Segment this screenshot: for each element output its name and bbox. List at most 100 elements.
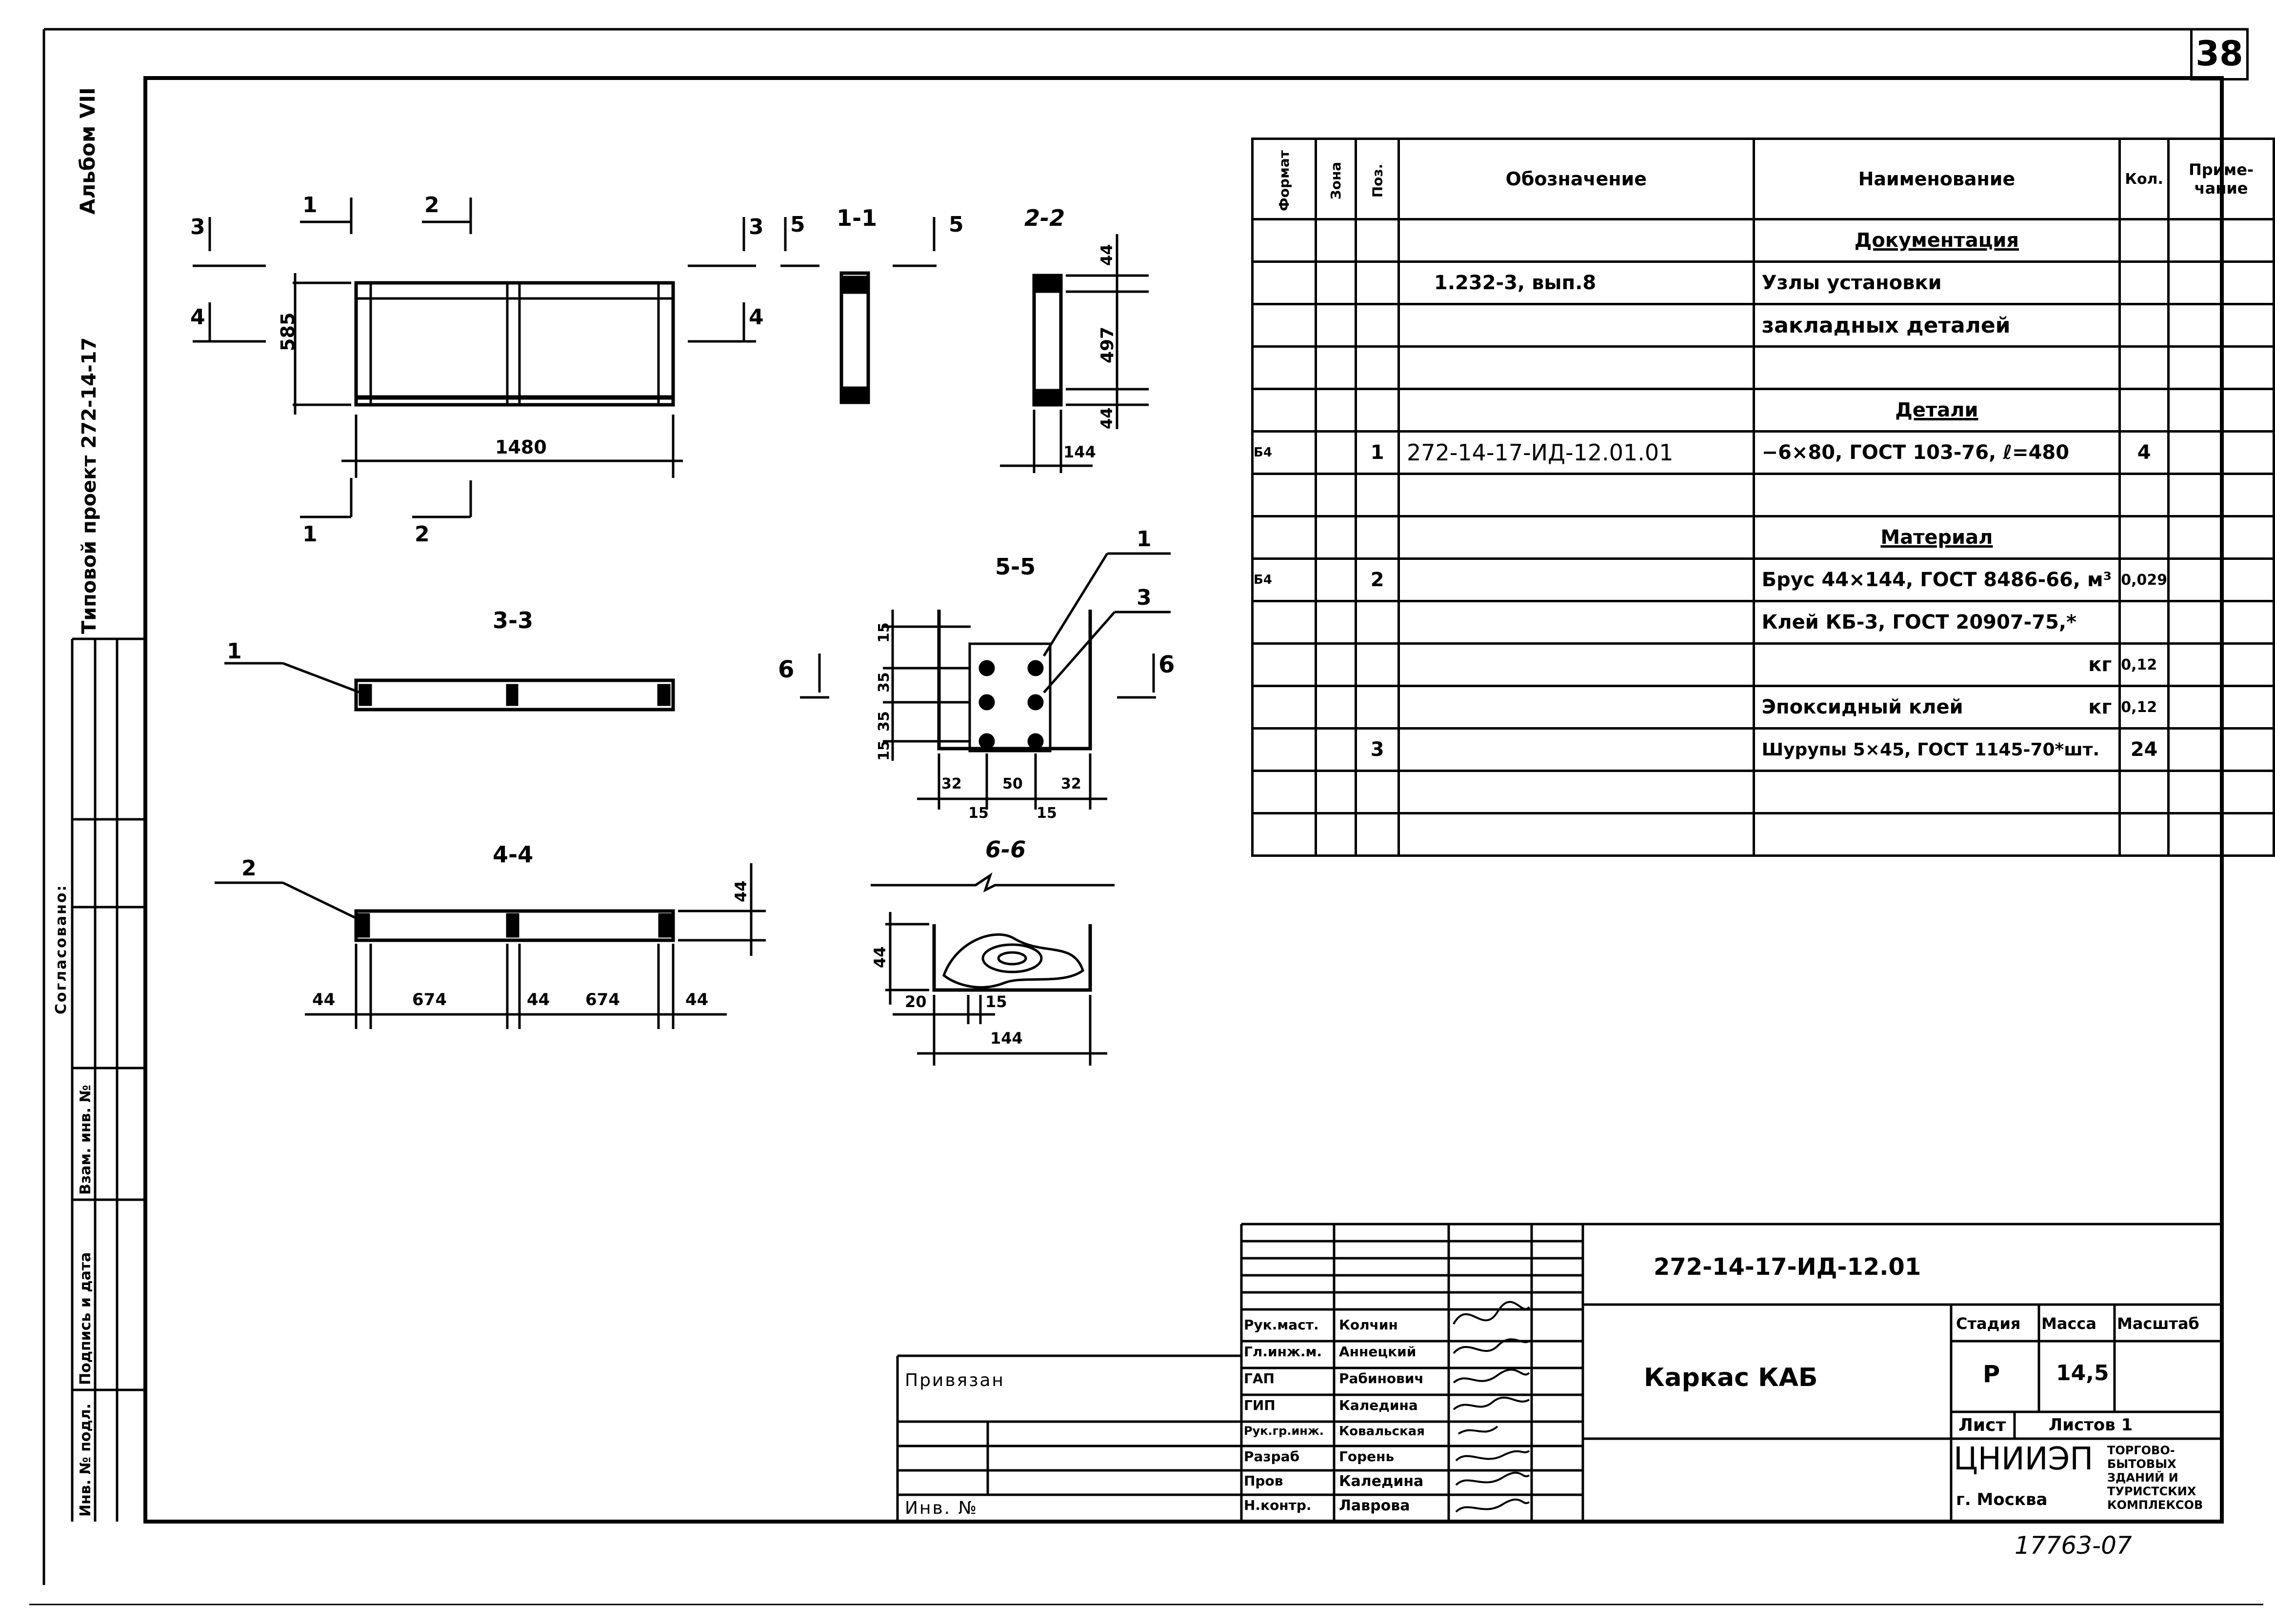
view-title-4-4: 4-4 bbox=[493, 841, 534, 868]
cut-mark-4-right bbox=[688, 302, 756, 343]
spec-qty-12: 0,12 bbox=[2118, 685, 2170, 730]
section-4-4-fill-right bbox=[658, 913, 672, 938]
view-title-3-3: 3-3 bbox=[493, 607, 534, 634]
section-3-3-fill-left bbox=[359, 684, 372, 706]
spec-pos-9: 2 bbox=[1355, 557, 1400, 602]
tb-person-4: Каледина bbox=[1339, 1397, 1418, 1413]
screw-hole-4 bbox=[1027, 694, 1044, 711]
tb-org: ЦНИИЭП bbox=[1954, 1441, 2094, 1477]
spec-row-15 bbox=[1251, 812, 2275, 857]
spec-designation-6: 272-14-17-ИД-12.01.01 bbox=[1397, 430, 1755, 475]
spec-qty-6: 4 bbox=[2118, 430, 2170, 475]
dim-label-5-5-35-a: 35 bbox=[876, 672, 893, 693]
cut-label-4-left: 4 bbox=[190, 305, 205, 330]
dim-label-5-5-15-a: 15 bbox=[968, 805, 989, 822]
tb-mass: 14,5 bbox=[2056, 1361, 2109, 1386]
dim-label-4-4-44-a: 44 bbox=[312, 990, 336, 1010]
dim-label-2-2-497: 497 bbox=[1098, 326, 1118, 363]
screw-hole-2 bbox=[1027, 660, 1044, 676]
section-1-1-shape bbox=[839, 271, 870, 404]
spec-name-12-left: Эпоксидный клей bbox=[1761, 696, 1963, 718]
dim-label-2-2-144: 144 bbox=[1063, 443, 1096, 461]
sidebar-inv-podl: Инв. № подл. bbox=[77, 1403, 94, 1517]
tb-scale-label: Масштаб bbox=[2117, 1314, 2199, 1333]
section-1-1-top-fill bbox=[842, 276, 867, 294]
tb-person-1: Колчин bbox=[1339, 1317, 1398, 1333]
spec-row-3: закладных деталей bbox=[1251, 303, 2275, 348]
cut-mark-2-top bbox=[422, 198, 472, 234]
section-4-4-shape bbox=[354, 909, 675, 942]
tb-role-3: ГАП bbox=[1244, 1370, 1275, 1386]
leader-4 bbox=[1042, 553, 1109, 657]
tb-role-4: ГИП bbox=[1244, 1397, 1276, 1413]
spec-row-1: Документация bbox=[1251, 218, 2275, 263]
tb-person-2: Аннецкий bbox=[1339, 1344, 1417, 1360]
cut-label-5-right: 5 bbox=[949, 212, 964, 237]
tb-role-7: Пров bbox=[1244, 1473, 1283, 1489]
tb-person-3: Рабинович bbox=[1339, 1370, 1424, 1386]
section-6-6-break-line bbox=[871, 872, 1115, 892]
section-4-4-fill-left bbox=[357, 913, 370, 938]
tb-person-7: Каледина bbox=[1339, 1473, 1424, 1490]
spec-row-5: Детали bbox=[1251, 388, 2275, 433]
cut-mark-1-top bbox=[300, 198, 353, 234]
tb-privyazan: Привязан bbox=[905, 1370, 1005, 1390]
callout-2-left: 2 bbox=[241, 856, 257, 881]
spec-name-12-right: кг bbox=[2088, 696, 2112, 718]
leader-1 bbox=[282, 662, 360, 694]
dim-label-6-6-20: 20 bbox=[905, 992, 927, 1011]
spec-row-10: Клей КБ-3, ГОСТ 20907-75,* bbox=[1251, 600, 2275, 645]
spec-format-9: Б4 bbox=[1251, 557, 1317, 602]
bottom-code: 17763-07 bbox=[2015, 1531, 2132, 1560]
section-6-6-shape bbox=[932, 924, 1092, 992]
spec-section-documentation: Документация bbox=[1752, 218, 2121, 263]
cut-label-4-right: 4 bbox=[749, 305, 764, 330]
cut-label-6-right: 6 bbox=[1158, 651, 1175, 678]
cut-mark-6-left bbox=[800, 654, 829, 699]
wood-grain-ring bbox=[981, 943, 1043, 973]
tb-stage: Р bbox=[1983, 1361, 2000, 1388]
screw-hole-3 bbox=[978, 694, 995, 711]
cut-mark-3-right bbox=[688, 217, 756, 267]
dim-label-6-6-15: 15 bbox=[985, 992, 1007, 1011]
cut-label-2-bottom: 2 bbox=[415, 522, 430, 547]
sidebar-vzam-inv: Взам. инв. № bbox=[77, 1085, 94, 1195]
spec-qty-11: 0,12 bbox=[2118, 642, 2170, 687]
dim-label-5-5-15-bottom: 15 bbox=[876, 740, 893, 761]
section-3-3-fill-right bbox=[657, 684, 671, 706]
spec-name-10: Клей КБ-3, ГОСТ 20907-75,* bbox=[1752, 600, 2121, 645]
view-title-1-1: 1-1 bbox=[837, 205, 878, 231]
dim-label-5-5-32-a: 32 bbox=[941, 775, 962, 792]
section-3-3-fill-mid bbox=[506, 684, 519, 706]
cut-mark-3-left bbox=[193, 217, 266, 267]
spec-designation-2: 1.232-3, вып.8 bbox=[1397, 260, 1755, 305]
dim-label-5-5-50: 50 bbox=[1002, 775, 1023, 792]
spec-header-format: Формат bbox=[1251, 138, 1317, 220]
cut-mark-5-right bbox=[893, 217, 937, 267]
cut-mark-5-left bbox=[780, 217, 819, 267]
spec-qty-13: 24 bbox=[2118, 727, 2170, 772]
tb-role-2: Гл.инж.м. bbox=[1244, 1344, 1322, 1360]
section-1-1-bottom-fill bbox=[842, 386, 867, 401]
sidebar-album: Альбом VII bbox=[76, 87, 100, 215]
cut-label-5-left: 5 bbox=[790, 212, 805, 237]
dim-label-5-5-32-b: 32 bbox=[1061, 775, 1081, 792]
cut-label-3-right: 3 bbox=[749, 215, 764, 239]
tb-person-6: Горень bbox=[1339, 1448, 1395, 1465]
tb-person-8: Лаврова bbox=[1339, 1497, 1410, 1514]
spec-header-name: Наименование bbox=[1752, 138, 2121, 220]
tb-role-6: Разраб bbox=[1244, 1448, 1300, 1465]
cut-label-3-left: 3 bbox=[190, 215, 205, 239]
cut-mark-1-bottom bbox=[300, 478, 353, 518]
section-4-4-fill-mid bbox=[506, 913, 519, 938]
dim-label-2-2-44-bottom: 44 bbox=[1098, 407, 1116, 429]
dim-label-4-4-674-b: 674 bbox=[585, 990, 620, 1010]
callout-1-left: 1 bbox=[227, 639, 242, 664]
tb-sheets-label: Листов 1 bbox=[2049, 1415, 2133, 1435]
view-title-2-2: 2-2 bbox=[1024, 205, 1065, 231]
section-5-5-shape bbox=[937, 610, 1092, 751]
tb-role-1: Рук.маст. bbox=[1244, 1317, 1319, 1333]
sidebar-agreed: Согласовано: bbox=[53, 884, 70, 1014]
spec-name-9: Брус 44×144, ГОСТ 8486-66, м³ bbox=[1752, 557, 2121, 602]
